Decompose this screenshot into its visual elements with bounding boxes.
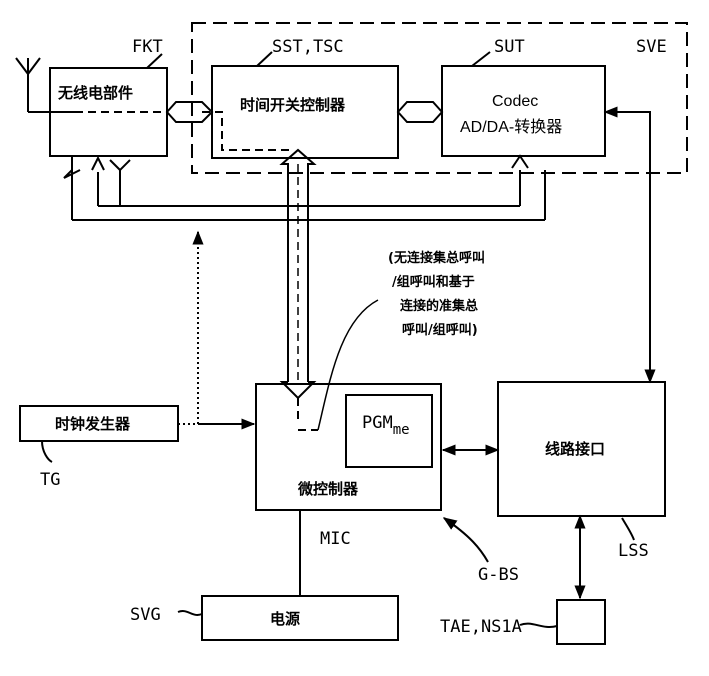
sut-label-codec: Codec — [492, 93, 538, 110]
lss-tag-leader — [622, 518, 634, 540]
gbs-pointer — [444, 518, 488, 562]
mic-tag: MIC — [320, 529, 351, 549]
sut-codec-block — [442, 66, 605, 156]
sut-label-adda: AD/DA-转换器 — [460, 118, 562, 136]
tg-tag-leader — [42, 441, 52, 462]
note-line-1: (无连接集总呼叫 — [388, 250, 485, 266]
sut-tag-leader — [472, 52, 490, 66]
sst-tag: SST,TSC — [272, 37, 344, 57]
svg-tag-leader — [178, 611, 202, 615]
bus-sst-sut — [398, 102, 442, 122]
lss-label: 线路接口 — [545, 440, 605, 458]
note-line-4: 呼叫/组呼叫) — [402, 322, 478, 338]
tae-block — [557, 600, 605, 644]
tae-tag-leader — [520, 624, 557, 627]
note-line-2: /组呼叫和基于 — [392, 274, 475, 290]
sst-tag-leader — [257, 52, 272, 66]
sut-tag: SUT — [494, 37, 525, 57]
sve-tag: SVE — [636, 37, 667, 57]
tg-tag: TG — [40, 470, 60, 490]
mic-label: 微控制器 — [297, 480, 359, 498]
clock-distribution — [64, 156, 545, 220]
note-line-3: 连接的准集总 — [400, 298, 478, 314]
lss-tag: LSS — [618, 541, 649, 561]
gbs-tag: G-BS — [478, 565, 519, 585]
control-bus — [282, 150, 318, 430]
pgm-label: PGMme — [362, 413, 410, 438]
fkt-tag: FKT — [132, 37, 163, 57]
tae-tag: TAE,NS1A — [440, 617, 522, 637]
sst-label: 时间开关控制器 — [240, 96, 346, 114]
svg-label: 电源 — [270, 610, 300, 628]
tg-label: 时钟发生器 — [55, 415, 131, 433]
fkt-label: 无线电部件 — [57, 84, 133, 102]
svg-tag: SVG — [130, 605, 161, 625]
